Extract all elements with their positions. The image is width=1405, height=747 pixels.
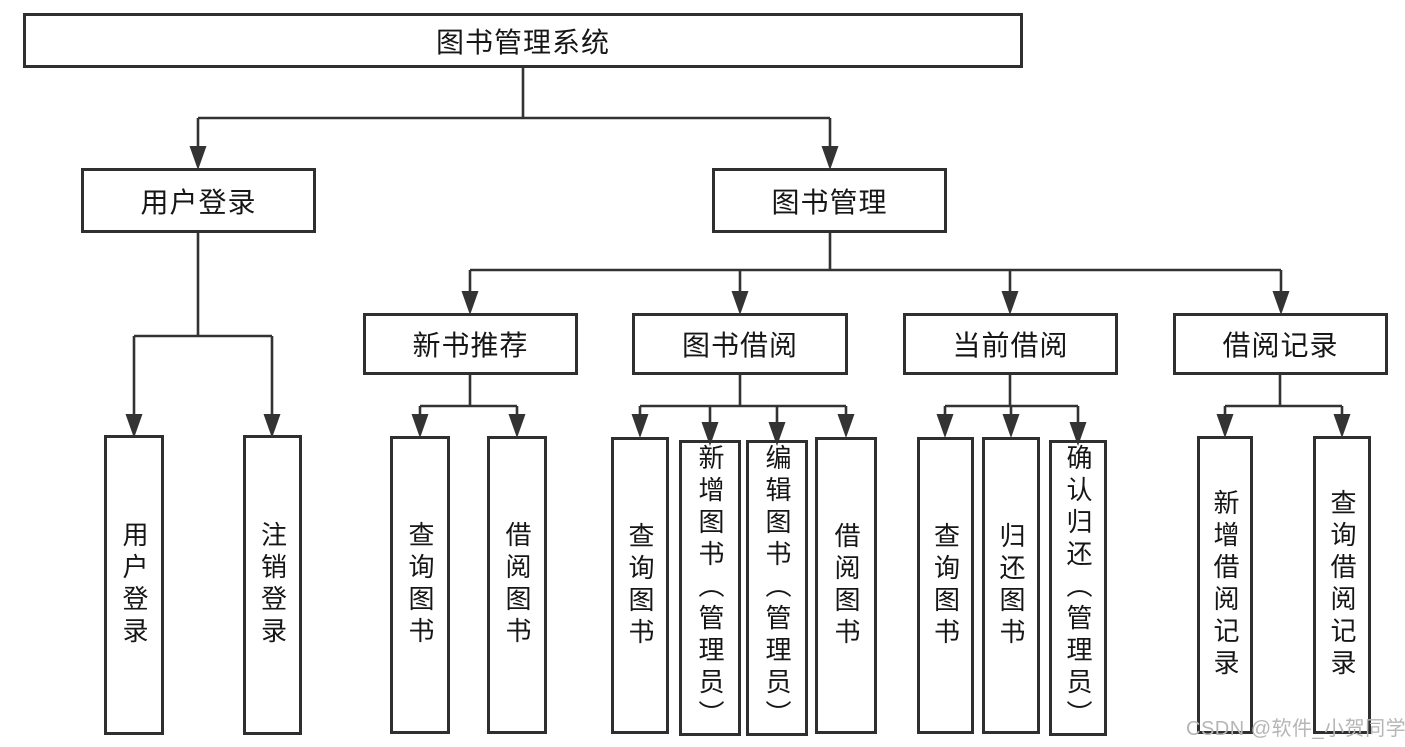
connector-borrow-records-to-leaves [1216,375,1351,438]
connector-current-borrow-to-leaves [936,375,1087,446]
arrowhead [1272,291,1290,315]
node-new-book-recommend: 新书推荐 [363,313,578,375]
arrowhead [731,291,749,315]
arrowhead [1216,414,1234,438]
arrowhead [461,291,479,315]
connector-book-management-to-level3 [461,233,1290,315]
node-label: 新书推荐 [412,330,529,361]
connector-root-to-level2 [189,68,839,170]
leaf-logout: 注销登录 [243,435,302,735]
arrowhead [821,146,839,170]
node-user-login: 用户登录 [81,168,316,233]
arrowhead [1001,291,1019,315]
connector-book-borrow-to-leaves [631,375,855,446]
node-label: 借阅图书 [502,521,532,649]
node-label: 编辑图书（管理员） [762,444,792,732]
leaf-borrow-books-newrec: 借阅图书 [487,436,547,734]
node-label: 借阅记录 [1222,330,1339,361]
arrowhead [508,414,526,438]
node-label: 用户登录 [140,186,257,218]
leaf-confirm-return-admin: 确认归还（管理员） [1049,440,1107,736]
node-label: 新增借阅记录 [1210,489,1240,681]
arrowhead [189,146,207,170]
csdn-watermark: CSDN @软件_小贺同学 [1186,718,1405,740]
node-label: 查询图书 [405,521,435,649]
leaf-add-borrow-record: 新增借阅记录 [1197,436,1253,734]
leaf-query-books-borrow: 查询图书 [611,437,669,734]
node-label: 当前借阅 [952,330,1069,361]
leaf-query-books-current: 查询图书 [917,437,974,734]
arrowhead [411,414,429,438]
arrowhead [1333,414,1351,438]
connector-new-book-recommend-to-leaves [411,375,526,438]
node-borrow-records: 借阅记录 [1173,313,1388,375]
leaf-user-login: 用户登录 [104,435,164,735]
arrowhead [1002,414,1020,438]
leaf-query-borrow-record: 查询借阅记录 [1313,436,1371,734]
connector-user-login-to-leaves [125,233,281,438]
node-label: 图书管理系统 [435,26,610,58]
leaf-return-books: 归还图书 [982,437,1040,734]
leaf-borrow-books-borrow: 借阅图书 [815,437,877,734]
node-label: 查询图书 [930,521,961,650]
node-label: 注销登录 [257,521,288,649]
node-label: 归还图书 [996,521,1026,650]
node-label: 用户登录 [119,521,149,649]
leaf-query-books-newrec: 查询图书 [390,436,450,734]
node-label: 图书管理 [771,186,888,218]
node-book-borrow: 图书借阅 [632,313,848,375]
leaf-edit-book-admin: 编辑图书（管理员） [746,440,808,736]
node-current-borrow: 当前借阅 [903,313,1118,375]
arrowhead [837,414,855,438]
node-label: 借阅图书 [831,521,861,650]
node-book-management: 图书管理 [712,168,947,233]
node-label: 确认归还（管理员） [1063,444,1093,732]
node-library-management-system: 图书管理系统 [23,13,1023,68]
arrowhead [631,414,649,438]
node-label: 图书借阅 [681,330,798,361]
leaf-add-book-admin: 新增图书（管理员） [679,440,741,736]
node-label: 查询借阅记录 [1327,489,1357,681]
node-label: 查询图书 [625,521,655,650]
arrowhead [936,414,954,438]
node-label: 新增图书（管理员） [695,444,725,732]
